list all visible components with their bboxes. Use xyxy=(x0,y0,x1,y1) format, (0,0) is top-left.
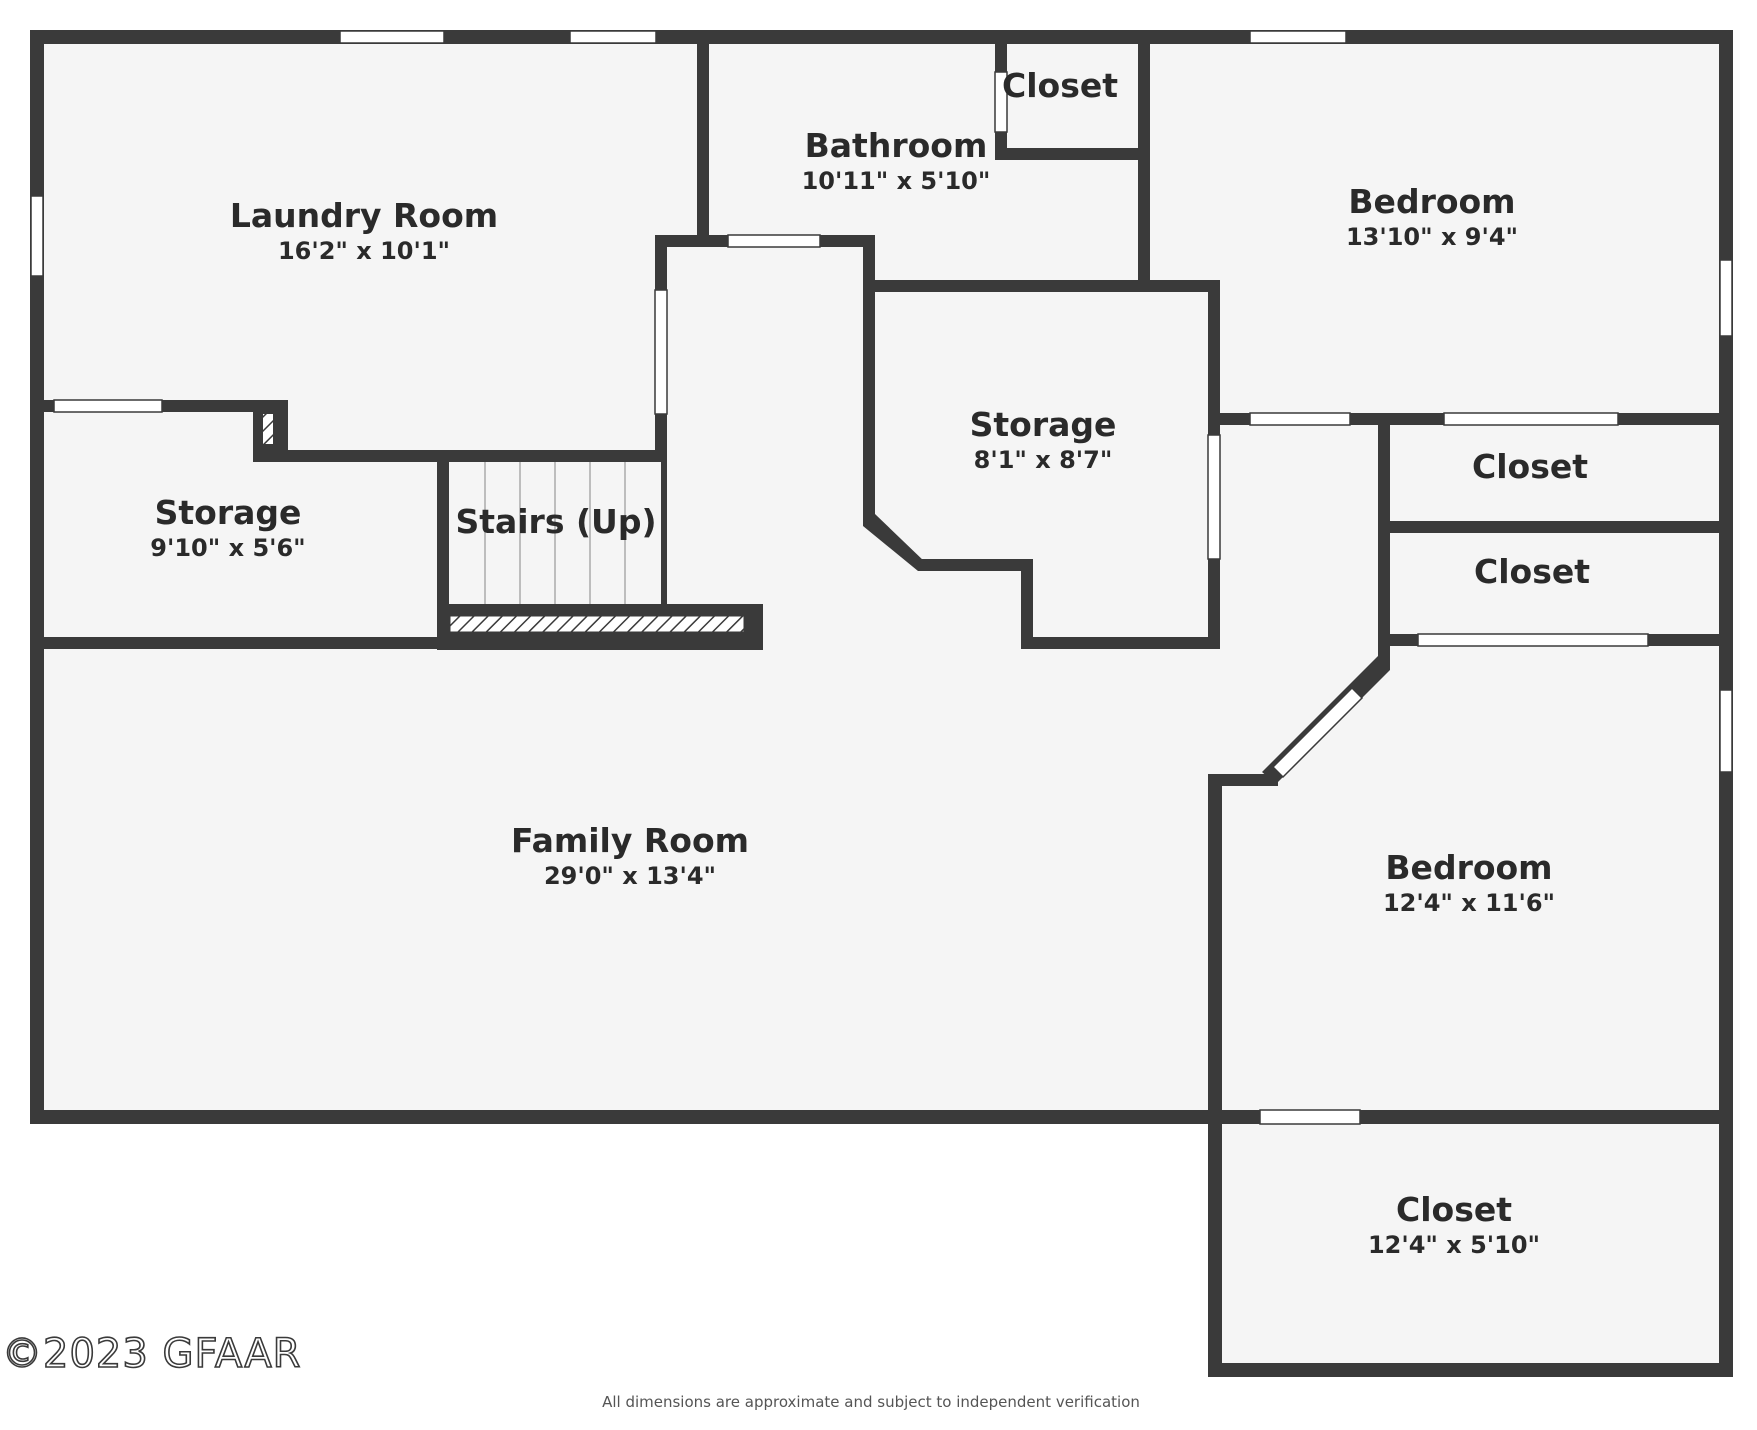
stairs-rail-hatch xyxy=(449,615,745,633)
wall-bath-hall-side xyxy=(863,235,875,520)
window-bedroom-right xyxy=(1719,259,1733,337)
room-bathroom-name: Bathroom xyxy=(805,126,988,165)
wall-exterior-bottom-main xyxy=(30,1110,1733,1124)
wall-storage-center-diagonal xyxy=(863,514,926,571)
room-storage-center-name: Storage xyxy=(970,405,1117,444)
wall-bath-bottom xyxy=(863,280,1220,292)
room-bathroom-dim: 10'11" x 5'10" xyxy=(802,167,991,195)
copyright-watermark: ©2023 GFAAR xyxy=(2,1331,301,1377)
post-hatch xyxy=(263,414,273,444)
wall-closet-bottom-left xyxy=(1208,780,1222,1377)
room-family-name: Family Room xyxy=(511,821,749,860)
window-laundry-top-1 xyxy=(339,30,445,44)
wall-bath-right xyxy=(1138,37,1150,292)
wall-closet-bath-bottom xyxy=(995,148,1150,160)
room-laundry-dim: 16'2" x 10'1" xyxy=(278,237,450,265)
room-closet-bath-name: Closet xyxy=(1002,66,1118,105)
wall-exterior-left xyxy=(30,30,44,1124)
wall-stairs-right xyxy=(661,450,667,610)
door-closet-right-2 xyxy=(1417,633,1649,647)
room-bedroom-bottom-name: Bedroom xyxy=(1385,848,1552,887)
wall-storage-center-bottom xyxy=(1021,637,1220,649)
wall-storage-center-step xyxy=(918,559,1033,571)
room-closet-bottom-dim: 12'4" x 5'10" xyxy=(1368,1231,1540,1259)
wall-exterior-bottom-closet xyxy=(1208,1363,1733,1377)
room-labels: Laundry Room 16'2" x 10'1" Bathroom 10'1… xyxy=(150,66,1590,1259)
wall-exterior-top xyxy=(30,30,1733,44)
window-bedroom-bottom-right xyxy=(1719,689,1733,773)
wall-laundry-bottom xyxy=(253,450,667,462)
openings xyxy=(30,30,1733,1125)
room-closet-bottom-name: Closet xyxy=(1396,1190,1512,1229)
room-bedroom-top-name: Bedroom xyxy=(1348,182,1515,221)
wall-bedroom-bottom-top xyxy=(1208,774,1278,786)
door-closet-bath xyxy=(994,71,1008,133)
room-bedroom-top-dim: 13'10" x 9'4" xyxy=(1346,223,1518,251)
door-closet-right-1 xyxy=(1443,412,1619,426)
door-bedroom-bottom-diagonal xyxy=(1271,686,1364,779)
wall-storage-left-bottom xyxy=(37,637,449,649)
window-laundry-left xyxy=(30,195,44,277)
door-laundry-hall xyxy=(654,289,668,415)
room-storage-left-dim: 9'10" x 5'6" xyxy=(150,534,305,562)
floor-area xyxy=(37,37,1726,1370)
wall-laundry-right xyxy=(697,37,709,247)
door-bedroom-top xyxy=(1249,412,1351,426)
disclaimer-text: All dimensions are approximate and subje… xyxy=(602,1393,1140,1411)
wall-storage-center-step-side xyxy=(1021,559,1033,649)
door-closet-bottom xyxy=(1259,1109,1361,1125)
room-family-dim: 29'0" x 13'4" xyxy=(544,862,716,890)
room-bedroom-bottom-dim: 12'4" x 11'6" xyxy=(1383,889,1555,917)
wall-closets-left xyxy=(1378,413,1390,658)
room-closet-right-1-name: Closet xyxy=(1472,447,1588,486)
wall-storage-left-right xyxy=(437,450,449,650)
window-laundry-top-2 xyxy=(569,30,657,44)
door-storage-left xyxy=(53,399,163,413)
window-bedroom-top xyxy=(1249,30,1347,44)
stairs-treads xyxy=(484,462,626,604)
door-storage-center xyxy=(1207,434,1221,560)
room-storage-center-dim: 8'1" x 8'7" xyxy=(974,446,1113,474)
room-closet-right-2-name: Closet xyxy=(1474,552,1590,591)
wall-closets-divider xyxy=(1378,521,1726,533)
room-laundry-name: Laundry Room xyxy=(230,196,498,235)
door-hall-top xyxy=(727,234,821,248)
room-storage-left-name: Storage xyxy=(155,493,302,532)
room-stairs-name: Stairs (Up) xyxy=(455,502,656,541)
